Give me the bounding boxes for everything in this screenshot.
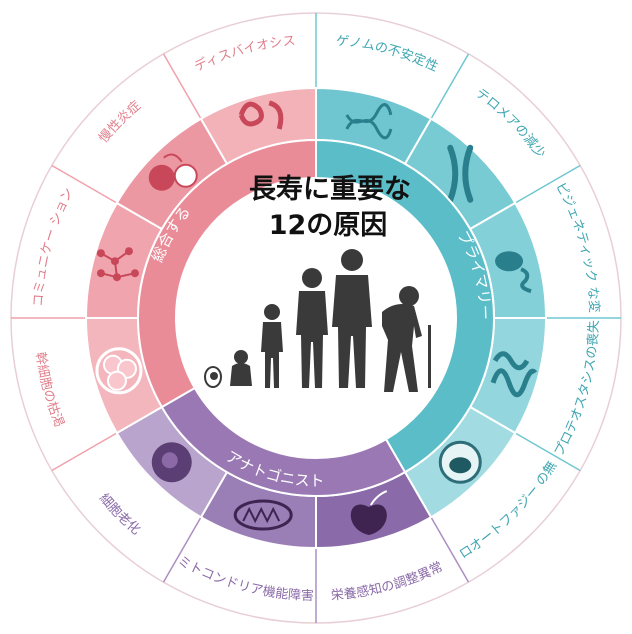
aging-silhouettes-icon xyxy=(204,249,431,392)
misfolded-protein-icon xyxy=(490,351,538,398)
dna-helix-icon xyxy=(345,103,393,140)
apple-dna-icon xyxy=(350,490,388,536)
autophagosome-icon xyxy=(438,440,482,484)
chromatin-coil-icon xyxy=(495,251,532,294)
cell-network-icon xyxy=(96,247,139,282)
mitochondrion-icon xyxy=(233,499,293,531)
icon-ring xyxy=(84,86,548,550)
senescent-cell-icon xyxy=(151,442,192,483)
stem-cell-icon xyxy=(95,347,143,395)
microbe-icon xyxy=(238,100,284,130)
title-line-2: 12の原因 xyxy=(269,210,388,241)
title-line-1: 長寿に重要な xyxy=(249,174,411,205)
inflammation-icon xyxy=(148,153,198,191)
chromosome-icon xyxy=(447,144,474,203)
